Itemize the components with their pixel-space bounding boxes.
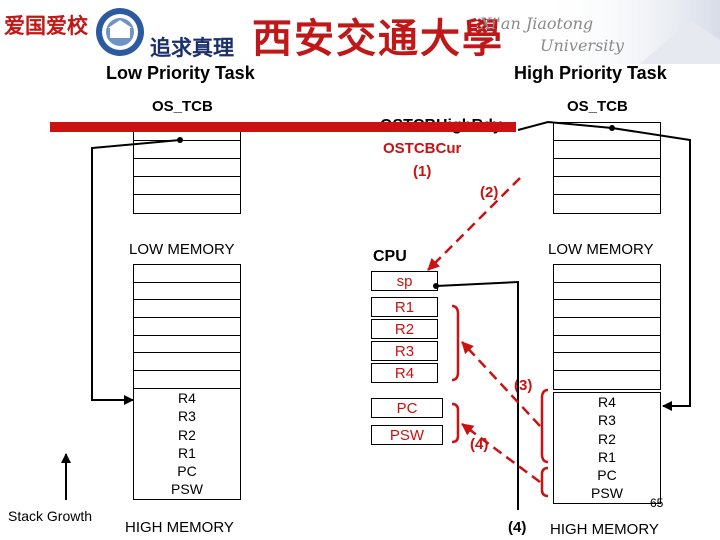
- step-2-label: (2): [480, 184, 499, 201]
- high-task-stack-empty: [553, 264, 661, 390]
- high-reg: PC: [597, 467, 617, 484]
- motto-bottom: 追求真理: [150, 35, 234, 60]
- low-task-high-memory-label: HIGH MEMORY: [125, 519, 234, 536]
- low-tcb-block: [133, 122, 241, 214]
- sp-to-high-stack-line: [435, 280, 519, 510]
- low-reg: PC: [177, 463, 197, 480]
- step-4-label-b: (4): [508, 519, 527, 536]
- low-task-stack-empty: [133, 264, 241, 390]
- university-name-en-line2: University: [540, 36, 624, 55]
- low-task-low-memory-label: LOW MEMORY: [129, 241, 235, 258]
- cpu-regs-bracket: [451, 304, 460, 382]
- step-4-arrow: [461, 422, 541, 484]
- motto-top: 爱国爱校: [4, 13, 88, 38]
- high-reg: R3: [598, 412, 616, 429]
- stack-growth-label: Stack Growth: [8, 508, 93, 524]
- page-number: 65: [650, 496, 664, 510]
- university-name-cn: 西安交通大學: [252, 15, 504, 62]
- step-2-arrow: [427, 177, 521, 271]
- ostcbcur-pointer-bar: [50, 122, 516, 132]
- high-tcb-block: [553, 122, 661, 214]
- cpu-label: CPU: [373, 248, 407, 265]
- low-tcb-label: OS_TCB: [152, 98, 213, 115]
- ostcbcur-label: OSTCBCur: [383, 140, 462, 157]
- low-task-stack-registers: R4 R3 R2 R1 PC PSW: [133, 388, 241, 500]
- cpu-register: R3: [371, 341, 438, 361]
- low-reg: PSW: [171, 481, 203, 498]
- low-reg: R2: [178, 426, 196, 443]
- cpu-register: R4: [371, 363, 438, 383]
- high-task-low-memory-label: LOW MEMORY: [548, 241, 654, 258]
- cpu-pc-register: PC: [371, 398, 443, 418]
- university-seal-icon: [96, 8, 144, 56]
- cpu-register: R1: [371, 297, 438, 317]
- banner-background: [540, 0, 720, 64]
- low-reg: R4: [178, 390, 196, 406]
- cpu-pc-psw-bracket: [451, 402, 460, 444]
- university-name-en-line1: Xi'an Jiaotong: [480, 14, 594, 33]
- high-reg: R4: [598, 394, 616, 410]
- low-reg: R3: [178, 408, 196, 425]
- cpu-sp-register: sp: [371, 271, 438, 291]
- high-tcb-label: OS_TCB: [567, 98, 628, 115]
- low-tcb-to-stack-arrow: [91, 139, 181, 405]
- high-reg: R1: [598, 448, 616, 465]
- highrdy-pointer-line: [517, 120, 613, 131]
- header-banner: 爱国爱校 追求真理 西安交通大學 Xi'an Jiaotong Universi…: [0, 0, 720, 64]
- high-regs-bracket: [540, 388, 549, 464]
- low-priority-task-title: Low Priority Task: [106, 63, 255, 83]
- high-task-stack-registers: R4 R3 R2 R1 PC PSW: [553, 392, 661, 504]
- step-3-arrow: [461, 341, 541, 427]
- high-reg: PSW: [591, 485, 623, 502]
- high-pc-psw-bracket: [540, 466, 549, 498]
- high-priority-task-title: High Priority Task: [514, 63, 667, 83]
- cpu-register: R2: [371, 319, 438, 339]
- low-reg: R1: [178, 444, 196, 461]
- cpu-psw-register: PSW: [371, 425, 443, 445]
- high-tcb-to-stack-arrow: [611, 127, 691, 411]
- high-task-high-memory-label: HIGH MEMORY: [550, 521, 659, 538]
- step-1-label: (1): [413, 163, 432, 180]
- high-reg: R2: [598, 430, 616, 447]
